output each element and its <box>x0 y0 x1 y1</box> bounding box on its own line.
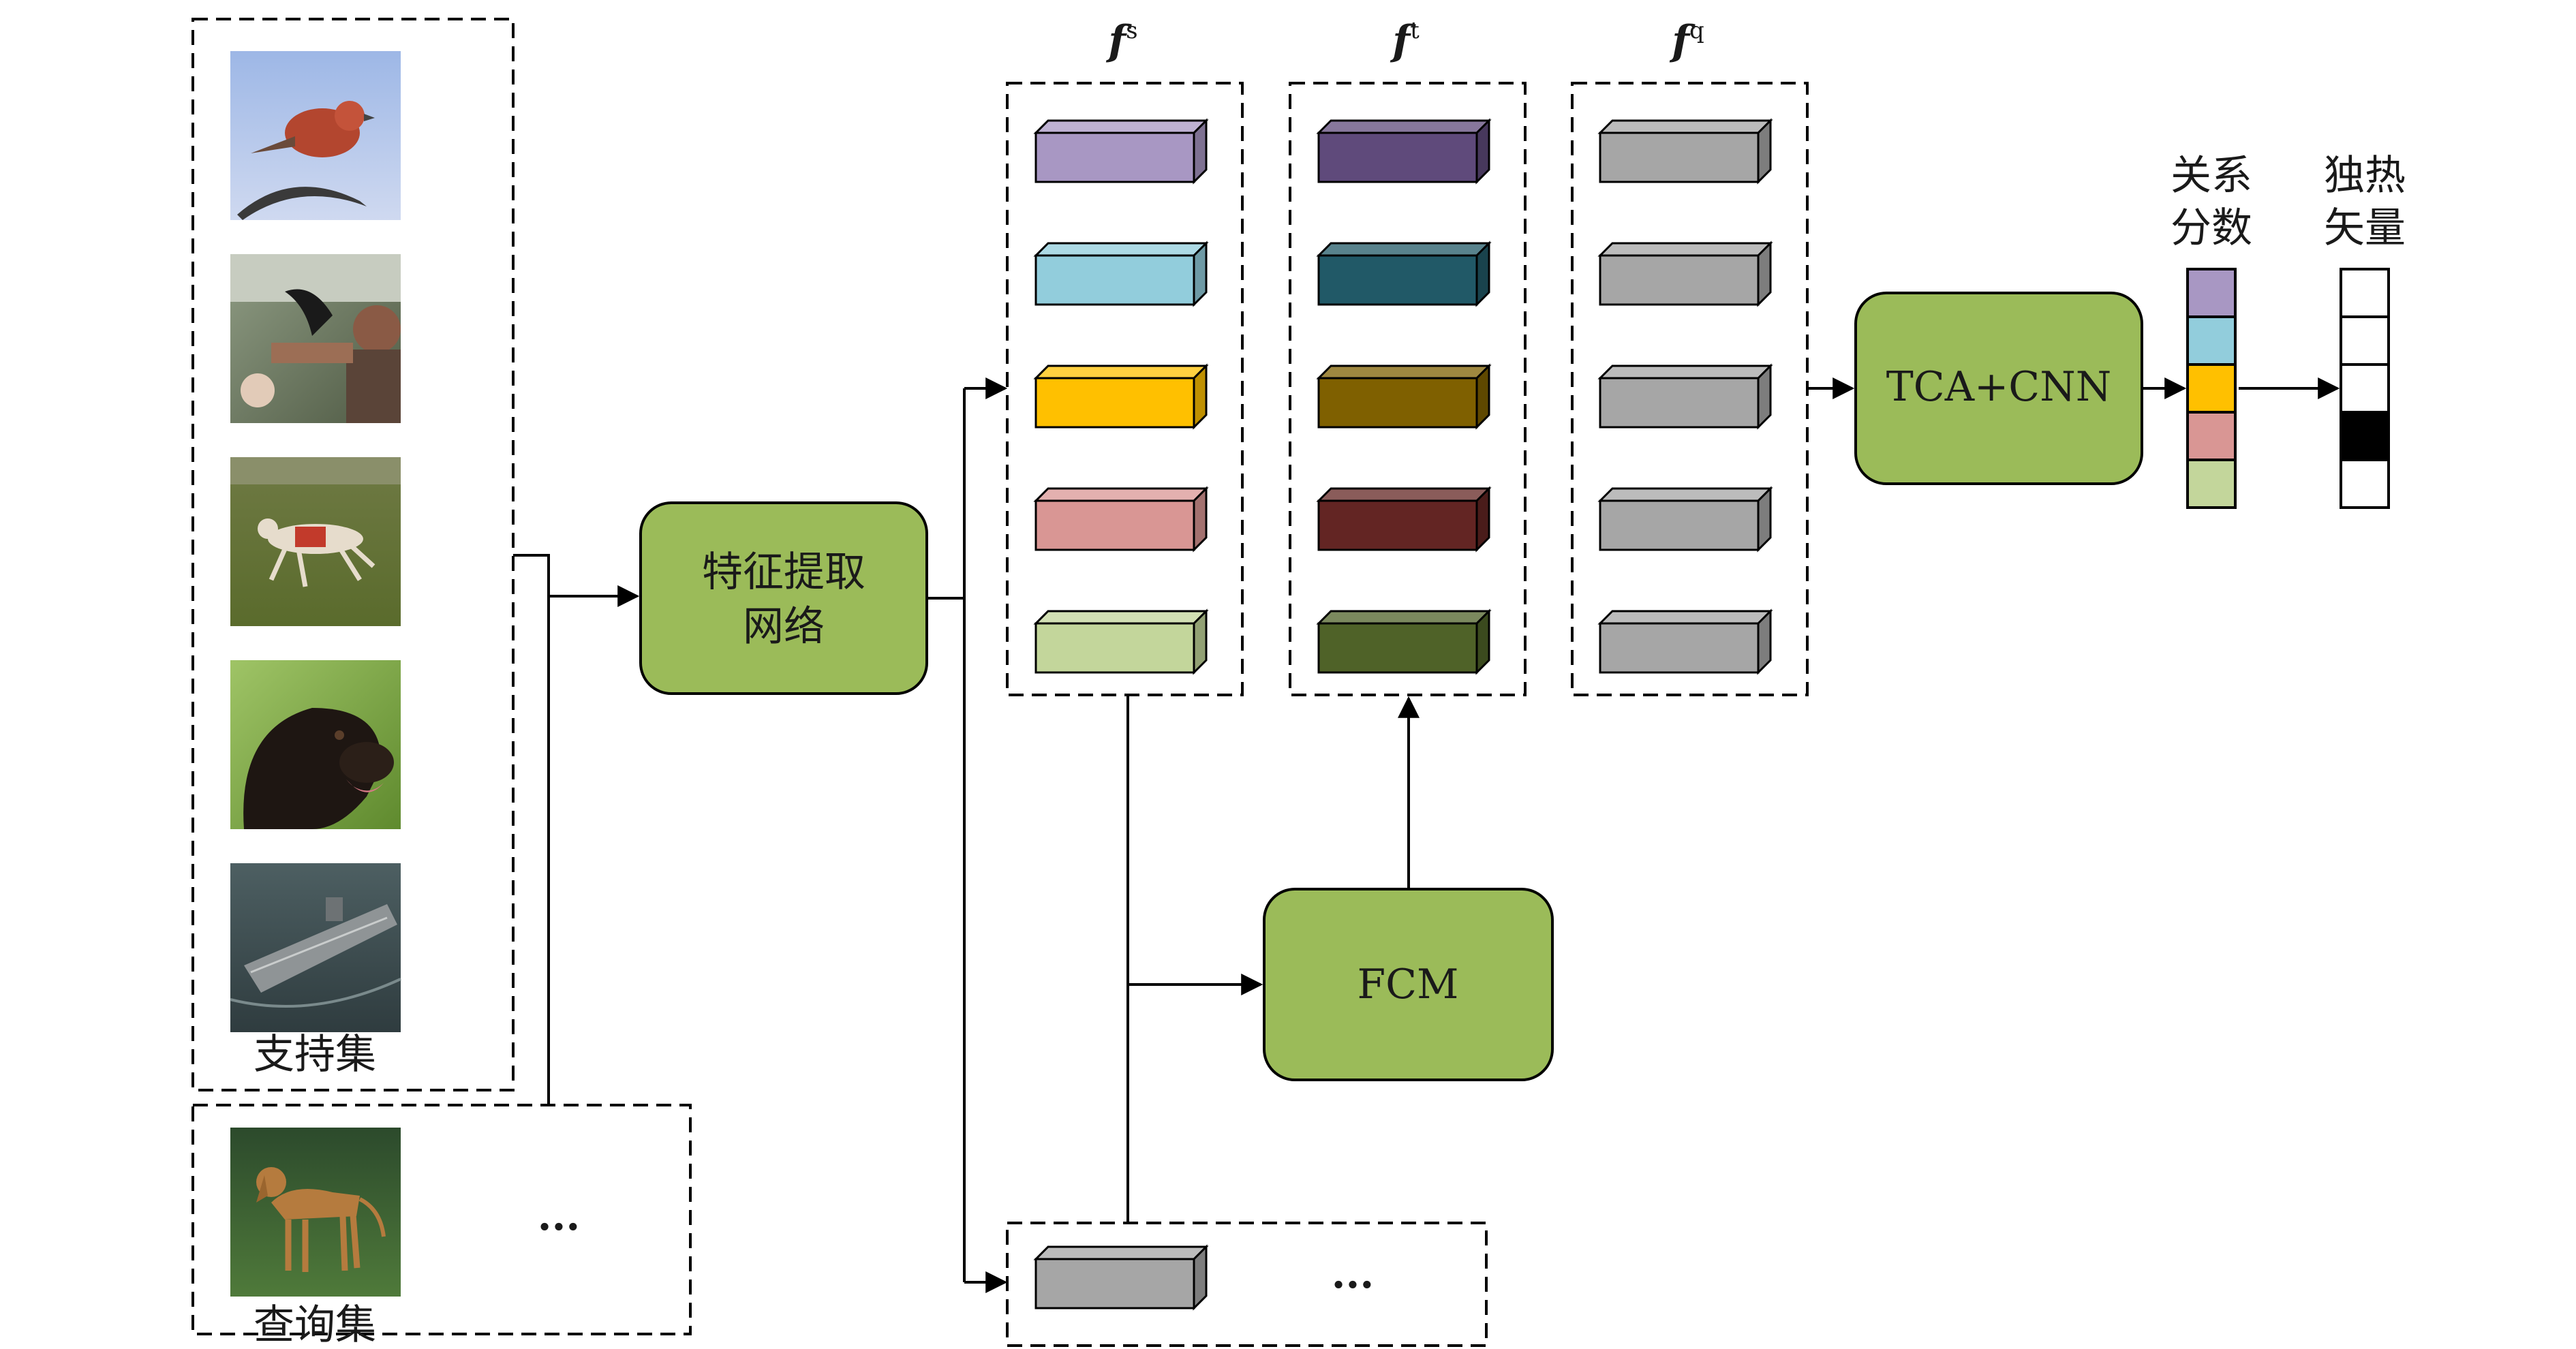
one-hot-cell <box>2340 459 2390 509</box>
query-features-frame <box>1006 1222 1488 1347</box>
relation-score-cell <box>2186 459 2237 509</box>
fcm-label: FCM <box>1358 961 1459 1008</box>
relation-score-cell <box>2186 315 2237 366</box>
one-hot-vector <box>2340 268 2390 509</box>
query-set-ellipsis: ... <box>538 1192 581 1240</box>
one-hot-cell <box>2340 363 2390 414</box>
relation-scores-label-1: 关系 <box>2171 152 2252 200</box>
relation-scores-vector <box>2186 268 2237 509</box>
tca-cnn-box <box>1854 292 2143 485</box>
connectors <box>513 377 2340 1293</box>
one-hot-label-2: 矢量 <box>2324 204 2406 252</box>
ft-feature-bar <box>1316 608 1492 675</box>
bird-photo <box>230 51 401 220</box>
fs-frame <box>1006 82 1244 696</box>
relation-score-cell <box>2186 411 2237 461</box>
query-features-ellipsis: ... <box>1332 1250 1375 1298</box>
feature-extractor-label-2: 网络 <box>743 603 825 651</box>
fs-feature-bar <box>1033 118 1209 185</box>
standing-dog-photo <box>230 1128 401 1297</box>
query-feature-bar <box>1033 1244 1209 1311</box>
fq-feature-bar <box>1597 241 1773 307</box>
ft-feature-vectors <box>1316 118 1492 675</box>
feature-extractor-label-1: 特征提取 <box>702 548 865 596</box>
fs-feature-bar <box>1033 486 1209 553</box>
support-set-label: 支持集 <box>254 1031 376 1079</box>
fq-feature-vectors <box>1597 118 1773 675</box>
ft-frame <box>1289 82 1527 696</box>
fs-feature-bar <box>1033 608 1209 675</box>
person-with-bird-photo <box>230 254 401 423</box>
ft-feature-bar <box>1316 118 1492 185</box>
tca-cnn-label: TCA+CNN <box>1886 363 2111 411</box>
ft-feature-bar <box>1316 241 1492 307</box>
fq-frame <box>1571 82 1809 696</box>
fs-feature-bar <box>1033 363 1209 430</box>
query-set-label: 查询集 <box>254 1301 376 1349</box>
aircraft-carrier-photo <box>230 863 401 1032</box>
fs-title: fs <box>1105 17 1137 65</box>
support-set-frame <box>191 18 515 1091</box>
relation-score-cell <box>2186 268 2237 318</box>
ft-feature-bar <box>1316 486 1492 553</box>
fs-feature-bar <box>1033 241 1209 307</box>
running-dog-photo <box>230 457 401 626</box>
one-hot-cell <box>2340 268 2390 318</box>
dog-head-photo <box>230 660 401 829</box>
query-set-frame <box>191 1104 692 1335</box>
fq-title: fq <box>1669 17 1704 65</box>
query-feature-vector <box>1033 1244 1209 1311</box>
one-hot-label-1: 独热 <box>2324 152 2406 200</box>
ft-title: ft <box>1390 17 1420 65</box>
relation-score-cell <box>2186 363 2237 414</box>
feature-extractor-box <box>639 501 928 695</box>
relation-scores-label-2: 分数 <box>2171 204 2252 252</box>
one-hot-cell <box>2340 315 2390 366</box>
one-hot-cell <box>2340 411 2390 461</box>
fq-feature-bar <box>1597 608 1773 675</box>
ft-feature-bar <box>1316 363 1492 430</box>
fq-feature-bar <box>1597 118 1773 185</box>
fq-feature-bar <box>1597 363 1773 430</box>
fs-feature-vectors <box>1033 118 1209 675</box>
fcm-box <box>1263 888 1554 1081</box>
fq-feature-bar <box>1597 486 1773 553</box>
